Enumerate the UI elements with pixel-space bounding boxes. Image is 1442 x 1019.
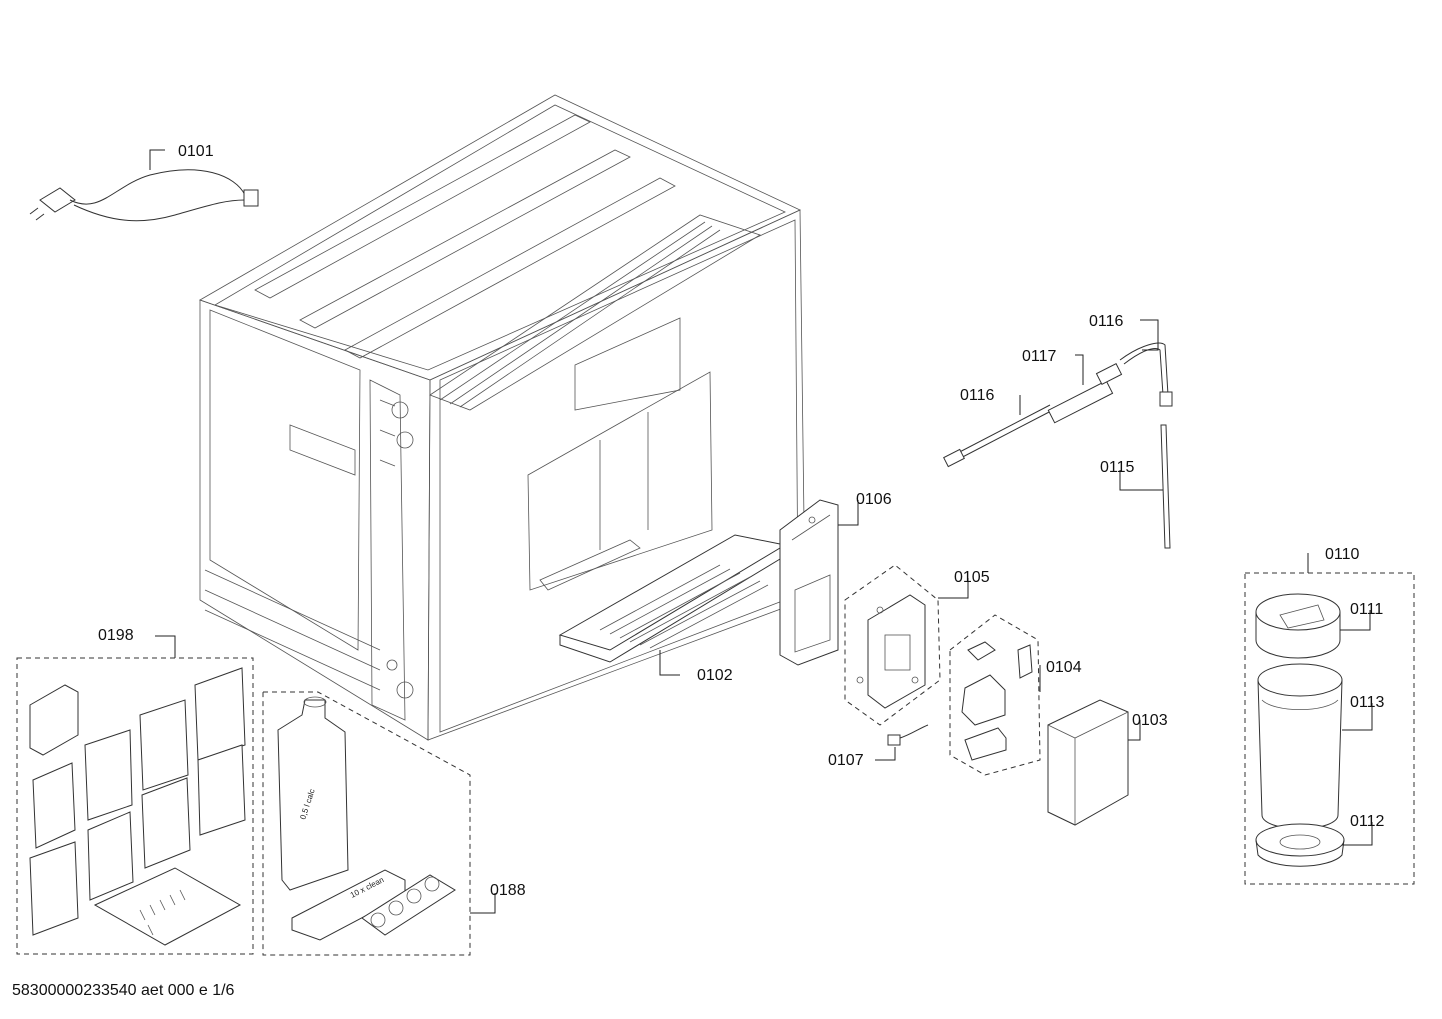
bracket-assembly-group (844, 564, 941, 726)
part-label-0112: 0112 (1350, 813, 1385, 830)
valve-assembly-group (949, 614, 1041, 776)
part-label-0116-top: 0116 (1089, 313, 1124, 330)
part-label-0111: 0111 (1350, 601, 1383, 618)
part-label-0102: 0102 (697, 667, 733, 684)
rod-part (1160, 424, 1171, 549)
part-label-0101: 0101 (178, 143, 214, 160)
side-panel-part (779, 499, 839, 666)
water-filter-group (1244, 572, 1415, 885)
part-label-0116-left: 0116 (960, 387, 995, 404)
part-label-0115: 0115 (1100, 459, 1135, 476)
part-label-0188: 0188 (490, 882, 526, 899)
part-label-0106: 0106 (856, 491, 892, 508)
appliance-housing (199, 94, 806, 741)
part-label-0110: 0110 (1325, 546, 1360, 563)
electronic-module-part (1047, 699, 1129, 826)
part-label-0107: 0107 (828, 752, 864, 769)
part-label-0113: 0113 (1350, 694, 1385, 711)
document-reference: 58300000233540 aet 000 e 1/6 (12, 982, 235, 999)
part-label-0105: 0105 (954, 569, 990, 586)
part-label-0117: 0117 (1022, 348, 1057, 365)
part-number-labels: 0101 0102 0103 0104 0105 0106 0107 0110 … (98, 143, 1385, 899)
hose-assembly-part (943, 342, 1173, 468)
part-label-0198: 0198 (98, 627, 134, 644)
care-kit-group: 0,5 l calc 10 x clean (262, 691, 471, 956)
part-label-0103: 0103 (1132, 712, 1168, 729)
power-cord-part (29, 169, 259, 222)
sensor-part (887, 724, 929, 746)
part-label-0104: 0104 (1046, 659, 1082, 676)
leader-lines (149, 149, 1373, 914)
mounting-kit-group (16, 657, 254, 955)
